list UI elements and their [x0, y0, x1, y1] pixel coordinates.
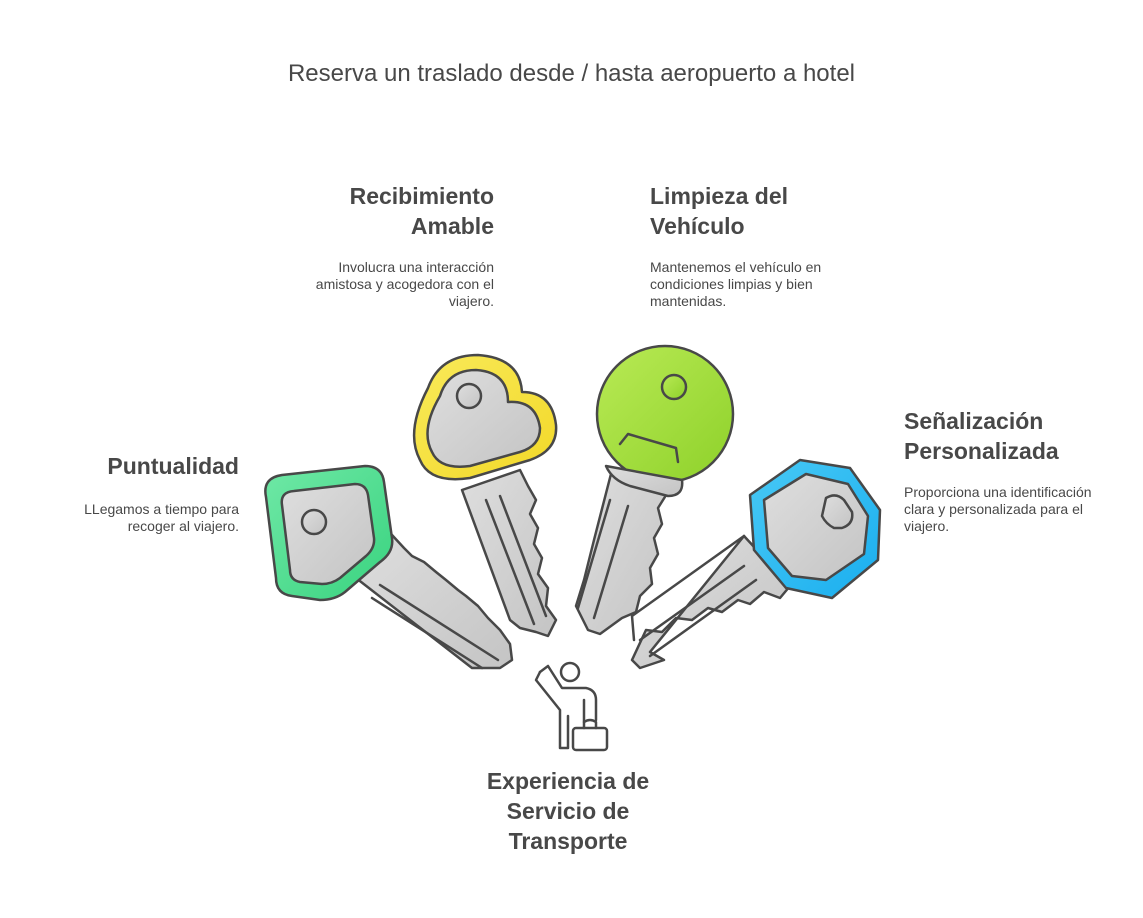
description-limpieza: Mantenemos el vehículo en condiciones li…: [650, 259, 822, 309]
heading-limpieza: Limpieza del Vehículo: [650, 183, 789, 239]
heading-senalizacion: Señalización Personalizada: [904, 408, 1059, 464]
description-puntualidad: LLegamos a tiempo para recoger al viajer…: [84, 501, 239, 534]
description-recibimiento: Involucra una interacción amistosa y aco…: [315, 259, 494, 309]
key-limpieza: [574, 344, 735, 636]
center-heading: Experiencia de Servicio de Transporte: [486, 768, 650, 854]
diagram-title: Reserva un traslado desde / hasta aeropu…: [287, 60, 856, 87]
description-senalizacion: Proporciona una identificación clara y p…: [904, 484, 1092, 534]
traveler-with-suitcase-icon: [534, 661, 609, 752]
heading-puntualidad: Puntualidad: [107, 453, 239, 479]
key-puntualidad: [264, 464, 514, 670]
key-recibimiento: [412, 353, 558, 638]
heading-recibimiento: Recibimiento Amable: [349, 183, 494, 239]
key-senalizacion: [630, 458, 882, 670]
